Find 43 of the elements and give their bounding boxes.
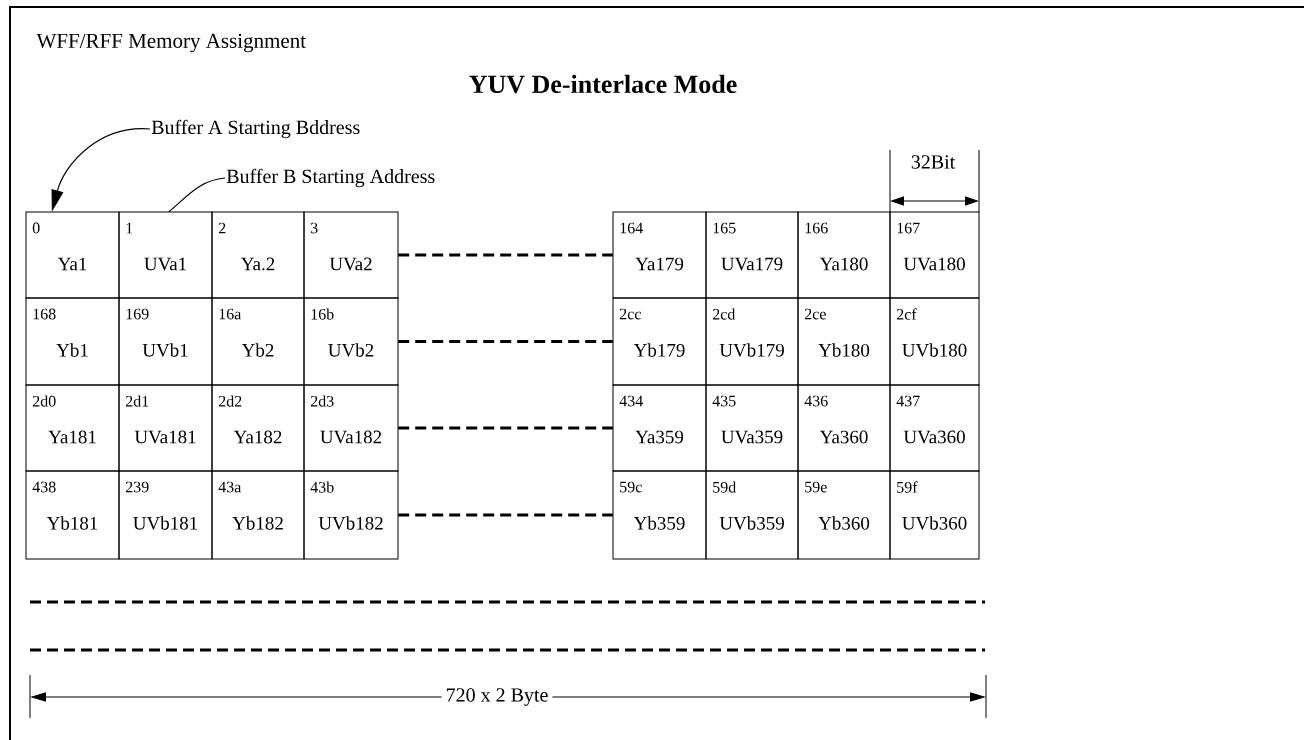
memory-cell: 2ce Yb180 xyxy=(797,297,891,386)
memory-cell: 437 UVa360 xyxy=(889,384,980,472)
memory-cell: 16a Yb2 xyxy=(211,297,305,386)
memory-cell: 169 UVb1 xyxy=(118,297,213,386)
memory-cell: 43b UVb182 xyxy=(303,470,399,560)
memory-cell: 2cc Yb179 xyxy=(612,297,707,386)
memory-cell: 438 Yb181 xyxy=(25,470,120,560)
memory-cell: 2d2 Ya182 xyxy=(211,384,305,472)
memory-cell: 59c Yb359 xyxy=(612,470,707,560)
leader-line xyxy=(168,177,226,213)
leader-text: Buffer B Starting Address xyxy=(226,168,435,188)
memory-cell: 436 Ya360 xyxy=(797,384,891,472)
dashed-connector xyxy=(398,340,613,343)
dimension-label: 32Bit xyxy=(911,155,956,169)
dashed-connector xyxy=(398,426,613,430)
memory-cell: 2cf UVb180 xyxy=(889,297,980,386)
heading: WFF/RFF Memory Assignment xyxy=(36,33,306,53)
memory-cell: 59d UVb359 xyxy=(705,470,799,560)
memory-cell: 2 Ya.2 xyxy=(211,211,305,299)
memory-cell: 0 Ya1 xyxy=(25,211,120,299)
memory-cell: 3 UVa2 xyxy=(303,211,399,299)
memory-cell: 166 Ya180 xyxy=(797,211,891,299)
memory-cell: 168 Yb1 xyxy=(25,297,120,386)
memory-cell: 2cd UVb179 xyxy=(705,297,799,386)
memory-cell: 434 Ya359 xyxy=(612,384,707,472)
title: YUV De-interlace Mode xyxy=(469,74,737,94)
dimension-label: 720 x 2 Byte xyxy=(441,684,553,710)
memory-cell: 239 UVb181 xyxy=(118,470,213,560)
memory-cell: 43a Yb182 xyxy=(211,470,305,560)
memory-cell: 59e Yb360 xyxy=(797,470,891,560)
memory-cell: 2d1 UVa181 xyxy=(118,384,213,472)
memory-cell: 1 UVa1 xyxy=(118,211,213,299)
memory-cell: 16b UVb2 xyxy=(303,297,399,386)
memory-cell: 2d3 UVa182 xyxy=(303,384,399,472)
memory-cell: 167 UVa180 xyxy=(889,211,980,299)
memory-cell: 2d0 Ya181 xyxy=(25,384,120,472)
dashed-connector xyxy=(398,253,613,257)
memory-cell: 164 Ya179 xyxy=(612,211,707,299)
dashed-connector xyxy=(398,513,613,517)
memory-cell: 165 UVa179 xyxy=(705,211,799,299)
memory-cell: 435 UVa359 xyxy=(705,384,799,472)
memory-cell: 59f UVb360 xyxy=(889,470,980,560)
leader-text: Buffer A Starting Bddress xyxy=(151,119,360,139)
